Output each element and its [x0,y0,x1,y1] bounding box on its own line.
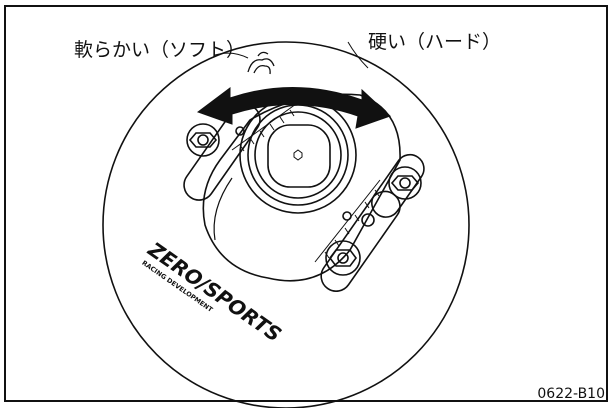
hex-bolt-icon [325,240,361,276]
hex-bolt-icon [186,123,220,157]
leader-line-hard [347,41,369,69]
slot-upper-right [371,153,425,218]
adjust-arrow-icon [196,87,391,129]
brand-logo-text: ZERO/SPORTS [143,237,286,347]
center-boss-outer [239,96,357,214]
brand-logo: ZERO/SPORTS RACING DEVELOPMENT [140,237,286,347]
scale-upper-left [231,103,297,152]
hard-label: 硬い（ハード） [368,31,502,53]
center-stud [267,124,331,188]
hex-bolt-icon [388,166,422,200]
figure-number: 0622-B10 [537,386,605,402]
soft-label: 軟らかい（ソフト） [74,39,246,61]
mount-plate-outline [102,41,470,408]
leader-line-soft [214,52,249,59]
slot-lower-right [320,190,401,292]
hand-twist-icon [247,51,275,75]
